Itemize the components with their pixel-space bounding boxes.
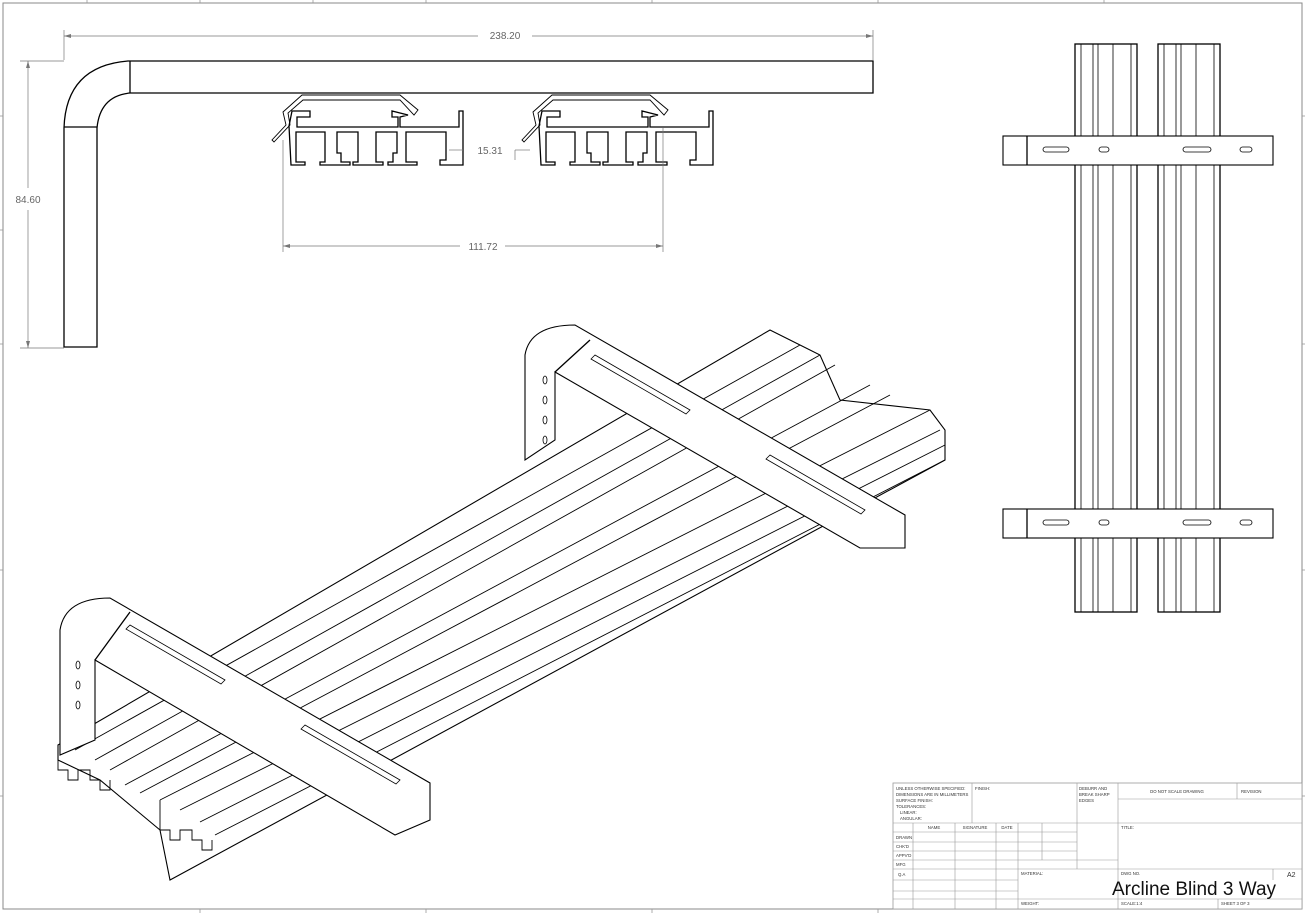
drawing-number: Arcline Blind 3 Way xyxy=(1112,879,1277,900)
title-label: TITLE: xyxy=(1121,825,1134,830)
side-view xyxy=(1002,43,1274,613)
row-drawn: DRAWN xyxy=(896,835,912,840)
column-name: NAME xyxy=(928,825,941,830)
front-view: 238.20 84.60 111.72 15.31 xyxy=(15,30,874,349)
column-date: DATE xyxy=(1001,825,1012,830)
column-signature: SIGNATURE xyxy=(963,825,988,830)
row-approved: APPV'D xyxy=(896,853,911,858)
row-qa: Q.A xyxy=(898,872,906,877)
deburr-note: BREAK SHARP xyxy=(1079,792,1110,797)
isometric-view xyxy=(57,324,946,881)
dwg-no-label: DWG NO. xyxy=(1121,871,1140,876)
dimension-overall-length: 238.20 xyxy=(490,31,521,42)
title-block: UNLESS OTHERWISE SPECIFIED: DIMENSIONS A… xyxy=(892,782,1303,910)
dimension-profile-spacing: 111.72 xyxy=(468,242,498,253)
tolerance-note: LINEAR: xyxy=(900,810,917,815)
sheet-size: A2 xyxy=(1287,872,1296,879)
rail-profile xyxy=(271,94,464,166)
tolerance-note: ANGULAR: xyxy=(900,816,922,821)
tolerance-note: SURFACE FINISH: xyxy=(896,798,933,803)
finish-label: FINISH: xyxy=(975,786,990,791)
tolerance-note: TOLERANCES: xyxy=(896,804,926,809)
tolerance-note: DIMENSIONS ARE IN MILLIMETERS xyxy=(896,792,968,797)
row-mfg: MFG xyxy=(896,862,906,867)
revision-label: REVISION xyxy=(1241,789,1262,794)
deburr-note: EDGES xyxy=(1079,798,1094,803)
sheet-number: SHEET 3 OF 3 xyxy=(1221,901,1250,906)
dimension-profile-depth: 15.31 xyxy=(477,146,502,157)
dimension-height: 84.60 xyxy=(15,195,40,206)
weight-label: WEIGHT: xyxy=(1021,901,1039,906)
material-label: MATERIAL: xyxy=(1021,871,1043,876)
do-not-scale-note: DO NOT SCALE DRAWING xyxy=(1150,789,1204,794)
tolerance-note: UNLESS OTHERWISE SPECIFIED: xyxy=(896,786,965,791)
row-checked: CHK'D xyxy=(896,844,909,849)
deburr-note: DEBURR AND xyxy=(1079,786,1107,791)
scale-label: SCALE:1:4 xyxy=(1121,901,1143,906)
